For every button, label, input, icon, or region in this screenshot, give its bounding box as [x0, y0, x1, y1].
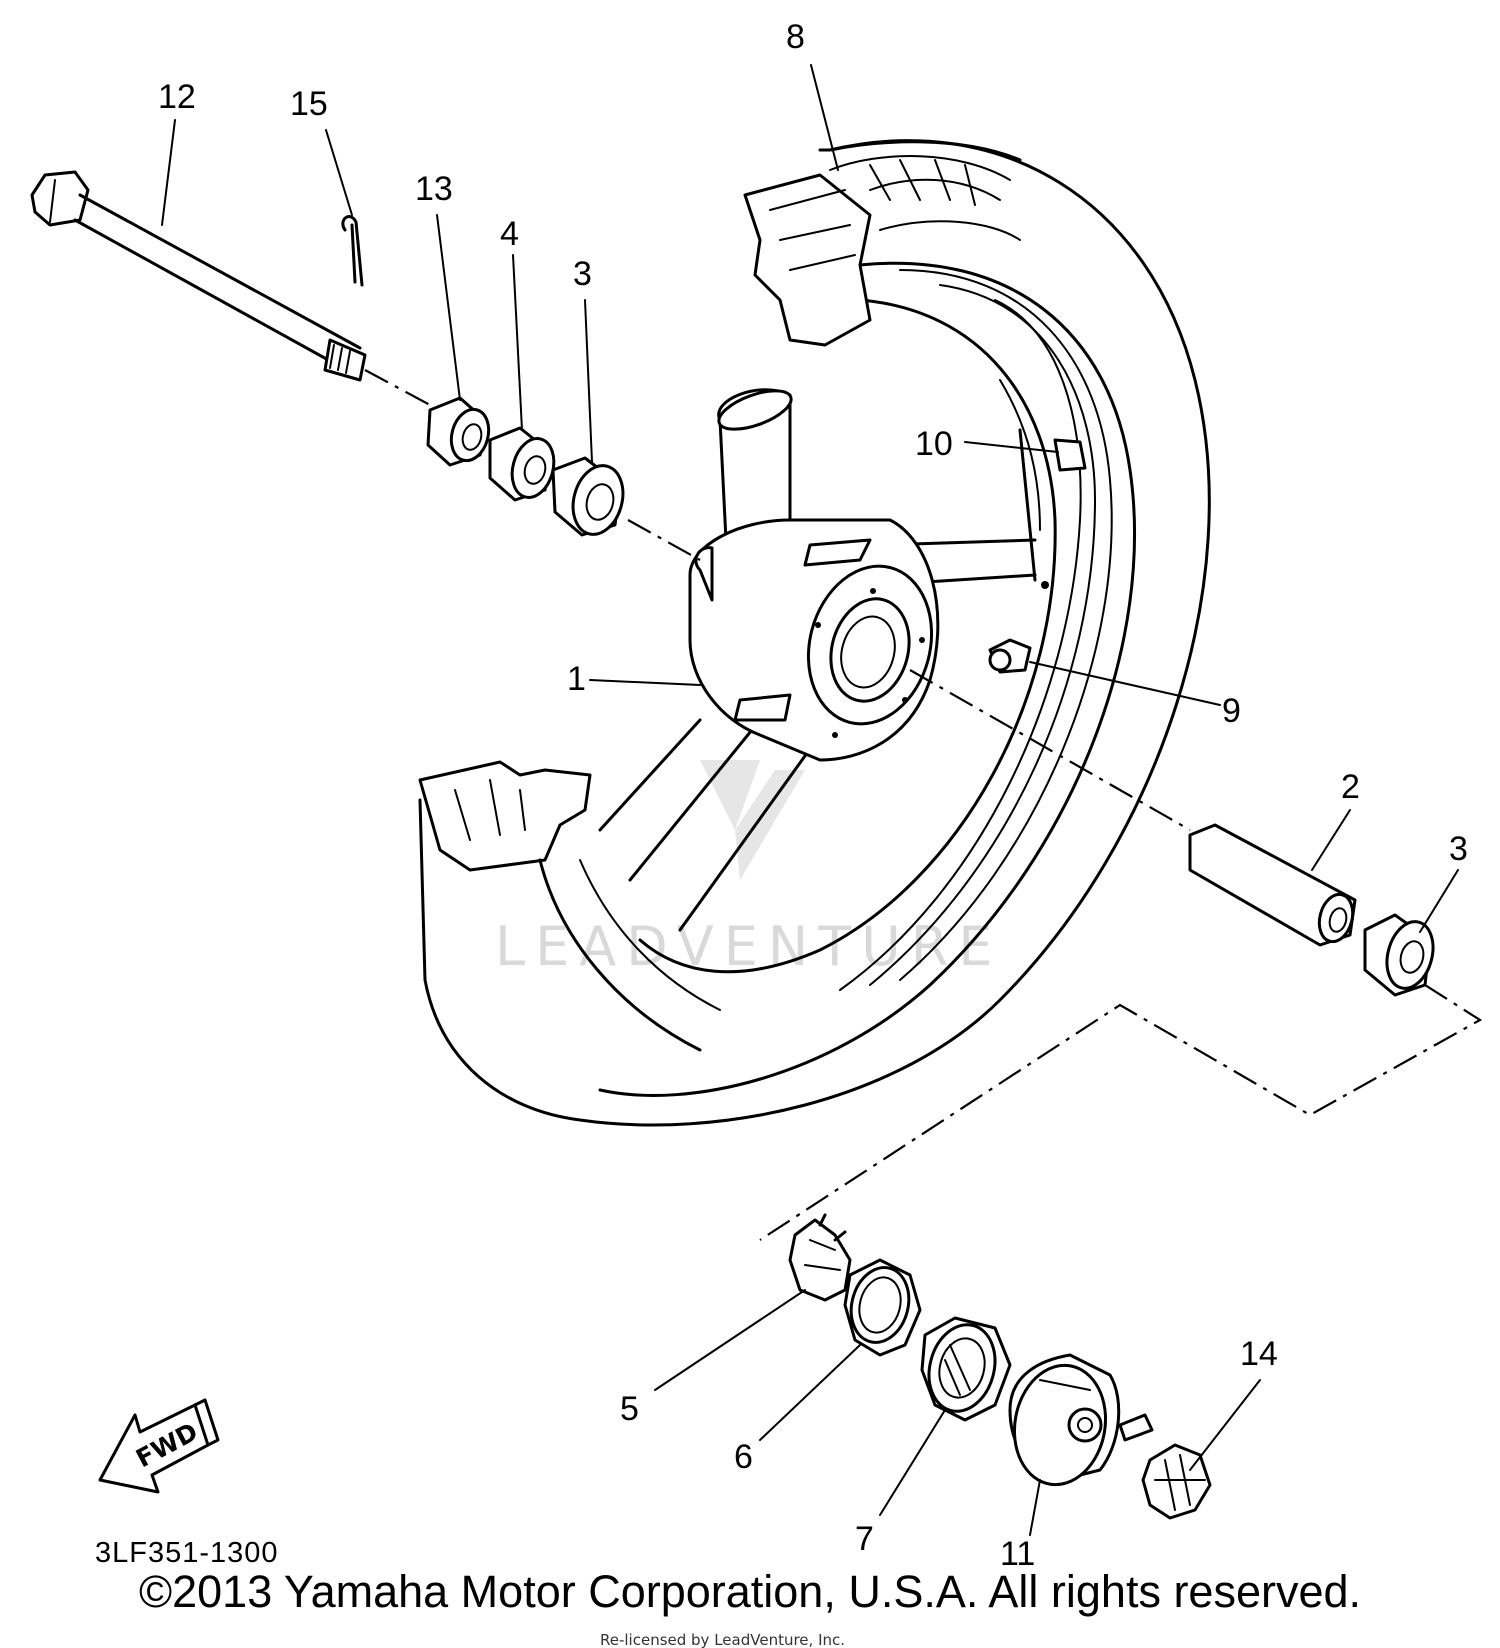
- callout-8: 8: [786, 18, 805, 56]
- wheel-rim-tire: [418, 139, 1211, 1127]
- alignment-lines: [364, 369, 1483, 1241]
- valve-stem: [988, 638, 1032, 674]
- callout-5: 5: [620, 1390, 639, 1428]
- spacer-2: [1188, 823, 1357, 947]
- axle: [30, 170, 367, 382]
- fwd-arrow-icon: FWD: [98, 1398, 220, 1494]
- oil-seal-6: [843, 1258, 922, 1357]
- callout-15: 15: [290, 85, 328, 123]
- watermark-text: LEADVENTURE: [495, 915, 1002, 978]
- copyright-notice: ©2013 Yamaha Motor Corporation, U.S.A. A…: [138, 1566, 1362, 1617]
- bearing-3-right: [1363, 913, 1435, 997]
- axle-nut-14: [1141, 1443, 1212, 1520]
- wheel-hub-spokes: [598, 388, 1049, 932]
- oil-seal-7: [920, 1316, 1012, 1422]
- callout-14: 14: [1240, 1335, 1278, 1373]
- callout-12: 12: [158, 78, 196, 116]
- callout-11: 11: [1000, 1535, 1035, 1573]
- cotter-pin: [341, 215, 364, 287]
- oil-seal-4: [488, 426, 556, 502]
- callout-1: 1: [567, 660, 586, 698]
- speedometer-gear-unit-11: [1008, 1353, 1154, 1487]
- leader-lines: [161, 64, 1459, 1536]
- callout-3-left: 3: [573, 255, 592, 293]
- callout-6: 6: [734, 1438, 753, 1476]
- callout-9: 9: [1222, 692, 1241, 730]
- callout-labels: 12 15 13 4 3 8 10 9 1 2 3 5 6 7 11 14: [158, 18, 1468, 1573]
- callout-13: 13: [415, 170, 453, 208]
- callout-2: 2: [1341, 768, 1360, 806]
- callout-10: 10: [915, 425, 953, 463]
- part-code: 3LF351-1300: [95, 1537, 279, 1569]
- callout-4: 4: [500, 215, 519, 253]
- meter-clutch-5: [788, 1213, 852, 1302]
- bearing-3-left: [551, 456, 625, 537]
- callout-3-right: 3: [1449, 830, 1468, 868]
- callout-7: 7: [855, 1520, 874, 1558]
- balance-weight: [1053, 438, 1087, 472]
- footer-small-text: Re-licensed by LeadVenture, Inc.: [600, 1631, 845, 1648]
- collar-13: [426, 396, 491, 467]
